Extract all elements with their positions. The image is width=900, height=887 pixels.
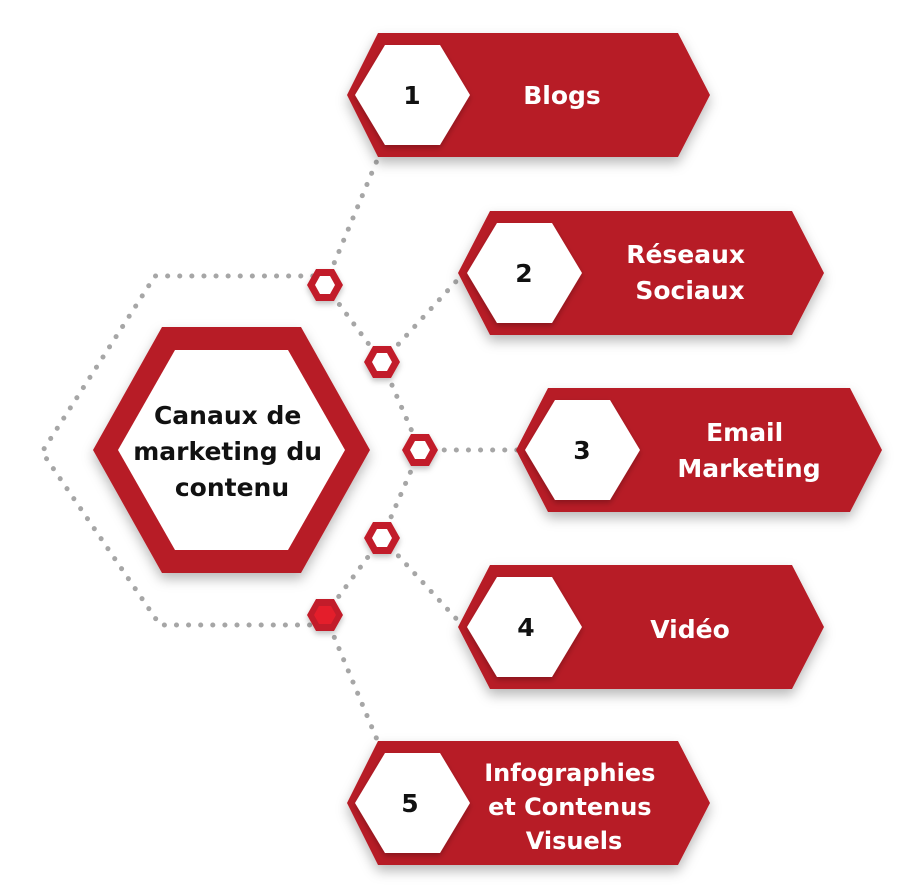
channel-label-3-line-2: Marketing bbox=[677, 454, 820, 483]
channel-card-5: 5 Infographies et Contenus Visuels bbox=[347, 741, 710, 865]
channel-card-1: 1 Blogs bbox=[347, 33, 710, 157]
outer-dotted-hexagon bbox=[39, 273, 328, 628]
channel-label-2: Réseaux Sociaux bbox=[626, 240, 754, 305]
channel-number-5: 5 bbox=[401, 789, 418, 818]
junction-node-2 bbox=[364, 346, 400, 378]
channel-label-5-line-1: Infographies bbox=[484, 759, 655, 787]
channel-label-3: Email Marketing bbox=[677, 418, 820, 483]
junction-node-bottom bbox=[307, 599, 343, 631]
channel-number-2: 2 bbox=[515, 259, 532, 288]
junction-node-top bbox=[307, 269, 343, 301]
channel-label-2-line-2: Sociaux bbox=[635, 276, 744, 305]
channel-label-5-line-3: Visuels bbox=[526, 827, 623, 855]
center-title-line-2: marketing du bbox=[133, 437, 322, 466]
channel-label-4: Vidéo bbox=[650, 615, 730, 644]
channel-label-5-line-2: et Contenus bbox=[488, 793, 652, 821]
channel-card-4: 4 Vidéo bbox=[458, 565, 824, 689]
connector-1 bbox=[322, 155, 381, 288]
connector-link-3-4 bbox=[379, 447, 423, 541]
junction-node-3 bbox=[402, 434, 438, 466]
center-hexagon: Canaux de marketing du contenu bbox=[93, 327, 370, 573]
center-title: Canaux de marketing du contenu bbox=[133, 401, 331, 502]
center-title-line-3: contenu bbox=[175, 473, 289, 502]
center-title-line-1: Canaux de bbox=[154, 401, 301, 430]
channel-label-3-line-1: Email bbox=[706, 418, 783, 447]
channel-number-1: 1 bbox=[403, 81, 420, 110]
channel-number-4: 4 bbox=[517, 613, 534, 642]
channel-card-3: 3 Email Marketing bbox=[516, 388, 882, 512]
channel-label-2-line-1: Réseaux bbox=[626, 240, 745, 269]
connector-5 bbox=[322, 612, 381, 745]
connector-4 bbox=[379, 535, 465, 628]
channel-label-1-line-1: Blogs bbox=[523, 81, 601, 110]
channel-label-5: Infographies et Contenus Visuels bbox=[484, 759, 664, 855]
connector-link-4-5 bbox=[322, 535, 385, 618]
connector-2 bbox=[379, 272, 465, 365]
junction-nodes bbox=[307, 269, 438, 631]
channel-card-2: 2 Réseaux Sociaux bbox=[458, 211, 824, 335]
channel-label-1: Blogs bbox=[523, 81, 601, 110]
channel-number-3: 3 bbox=[573, 436, 590, 465]
channel-label-4-line-1: Vidéo bbox=[650, 615, 730, 644]
junction-node-4 bbox=[364, 522, 400, 554]
